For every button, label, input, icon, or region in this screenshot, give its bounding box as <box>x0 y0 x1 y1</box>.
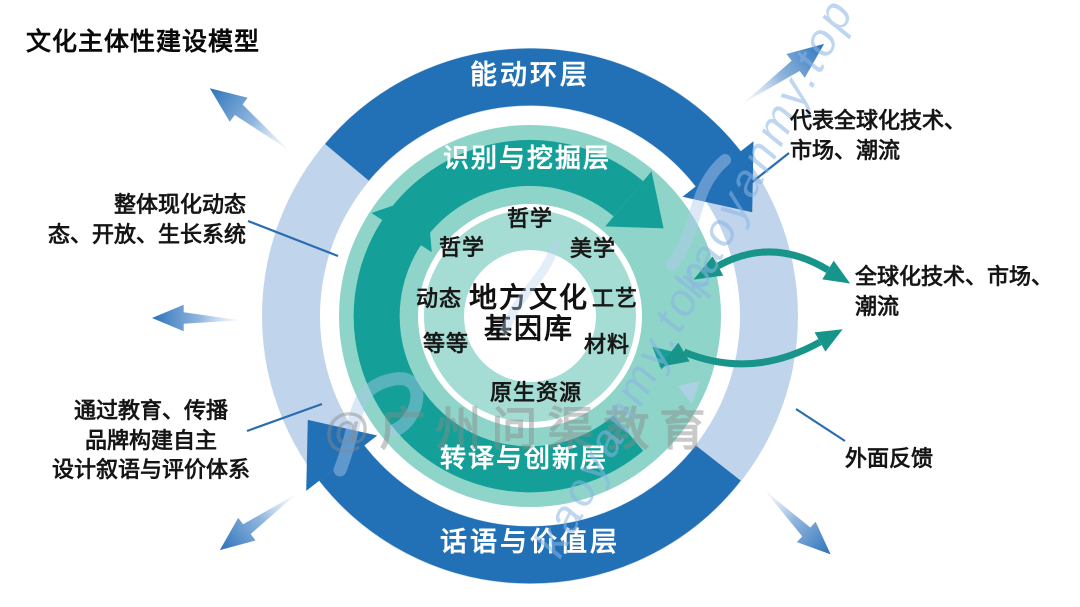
outer-ring-top-label: 能动环层 <box>470 59 590 90</box>
exchange-arrows <box>659 248 851 368</box>
center-title-line1: 地方文化 <box>469 281 589 313</box>
watermark-stroke-2 <box>500 240 560 335</box>
annotation-left-bottom: 通过教育、传播 品牌构建自主 设计叙语与评价体系 <box>40 396 262 485</box>
radiating-arrow-nw-icon <box>209 88 289 151</box>
watermark-stroke-1 <box>333 372 424 477</box>
radiating-arrow-se-icon <box>764 490 831 555</box>
radiating-arrow-west-icon <box>152 304 240 332</box>
watermark-script-strokes <box>333 154 731 477</box>
annotation-right-top-line1: 代表全球化技术、 <box>790 108 967 133</box>
radiating-arrows <box>152 43 831 555</box>
middle-arc-bottom-arrowhead-icon <box>371 194 432 253</box>
annotation-right-bottom: 外面反馈 <box>845 444 1005 474</box>
watermark-account: @广州问渠教育 <box>325 403 716 455</box>
middle-ring-top-label: 识别与挖掘层 <box>443 143 611 173</box>
node-right: 工艺 <box>592 286 638 311</box>
annotation-right-bottom-line1: 外面反馈 <box>845 446 934 471</box>
annotation-left-bottom-line1: 通过教育、传播 <box>73 398 228 423</box>
watermark-stroke-3 <box>666 154 731 271</box>
annotation-left-top-line2: 态、开放、生长系统 <box>47 221 246 247</box>
node-lower-left: 等等 <box>423 331 469 356</box>
exchange-arrow-top-right-head-icon <box>822 260 851 284</box>
outer-arc-bottom <box>319 445 741 584</box>
annotation-left-top: 整体现化动态 态、开放、生长系统 <box>24 190 246 249</box>
annotation-right-top-line2: 市场、潮流 <box>790 137 901 163</box>
annotation-right-middle-line1: 全球化技术、市场、 <box>855 264 1054 289</box>
leader-line-left-bottom <box>246 402 323 433</box>
outer-arc-top <box>325 48 741 187</box>
center-circle <box>464 250 596 382</box>
annotation-right-middle-line2: 潮流 <box>855 293 900 319</box>
annotation-left-bottom-line3: 设计叙语与评价体系 <box>51 457 250 483</box>
annotation-right-middle: 全球化技术、市场、 潮流 <box>855 262 1075 321</box>
node-bottom: 原生资源 <box>490 380 582 405</box>
node-top: 哲学 <box>507 206 553 231</box>
outer-arc-bottom-arrowhead-icon <box>306 419 378 491</box>
page-title: 文化主体性建设模型 <box>26 28 261 56</box>
leader-line-right-top <box>731 152 790 199</box>
middle-ring-bottom-label: 转译与创新层 <box>440 443 608 473</box>
node-lower-right: 材料 <box>584 332 630 357</box>
exchange-arrow-top <box>716 248 830 273</box>
exchange-arrow-bottom-left-head-icon <box>659 342 690 367</box>
leader-line-left-top <box>247 219 339 258</box>
middle-arc-top-arrowhead-icon <box>605 171 664 229</box>
decor-triangle-right-icon <box>678 381 700 404</box>
exchange-arrow-top-left-head-icon <box>693 256 724 280</box>
annotation-right-top: 代表全球化技术、 市场、潮流 <box>790 106 1030 165</box>
radiating-arrow-ne-icon <box>743 43 825 104</box>
exchange-arrow-bottom <box>682 338 822 368</box>
node-left: 动态 <box>416 286 462 311</box>
outer-ring-bottom-label: 话语与价值层 <box>440 527 620 557</box>
middle-arc-bottom <box>353 220 644 493</box>
annotation-left-top-line1: 整体现化动态 <box>113 192 246 217</box>
exchange-arrow-bottom-right-head-icon <box>814 329 843 352</box>
center-title-line2: 基因库 <box>484 313 574 344</box>
radiating-arrow-sw-icon <box>219 493 297 551</box>
annotation-left-bottom-line2: 品牌构建自主 <box>84 427 217 453</box>
node-upper-right: 美学 <box>570 236 616 261</box>
leader-lines <box>246 152 846 442</box>
leader-line-right-bottom <box>795 408 846 442</box>
node-upper-left: 哲学 <box>439 235 485 260</box>
